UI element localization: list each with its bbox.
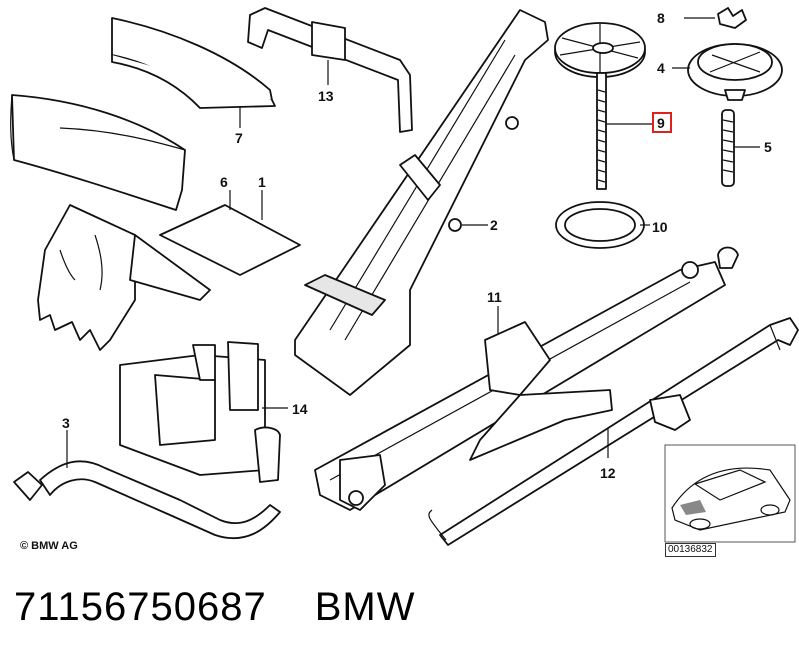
callout-13: 13	[318, 88, 334, 104]
callout-5: 5	[764, 139, 772, 155]
part-3-wheel-wrench	[13, 430, 281, 540]
callout-9: 9	[657, 115, 665, 131]
callout-12: 12	[600, 465, 616, 481]
part-8-wing-nut	[684, 7, 747, 29]
car-location-inset	[664, 444, 796, 543]
callout-9-highlight	[652, 112, 672, 133]
part-12-crank-handle	[428, 317, 799, 546]
callout-4: 4	[657, 60, 665, 76]
callout-8: 8	[657, 10, 665, 26]
part-13-handle	[247, 7, 413, 133]
callout-10: 10	[652, 219, 668, 235]
callout-3: 3	[62, 415, 70, 431]
part-9-wheel-mount-bolt	[554, 22, 654, 190]
callout-1: 1	[258, 174, 266, 190]
diagram-code: 00136832	[665, 543, 716, 557]
part-5-stud	[721, 109, 760, 187]
part-number: 71156750687	[14, 585, 267, 629]
footer-caption: 71156750687 BMW	[14, 585, 416, 630]
part-14-holder	[119, 341, 288, 483]
part-4-cover	[672, 43, 783, 101]
part-6-wheel-chock	[37, 190, 301, 351]
callout-7: 7	[235, 130, 243, 146]
brand-name: BMW	[314, 585, 416, 629]
callout-14: 14	[292, 401, 308, 417]
part-11-scissor-jack	[314, 246, 739, 511]
part-7-foam-insert	[10, 17, 276, 211]
callout-6: 6	[220, 174, 228, 190]
callout-11: 11	[487, 289, 502, 305]
copyright-notice: © BMW AG	[20, 540, 78, 552]
part-2-scissor-jack	[294, 9, 549, 396]
callout-2: 2	[490, 217, 498, 233]
part-10-ring	[555, 201, 650, 249]
